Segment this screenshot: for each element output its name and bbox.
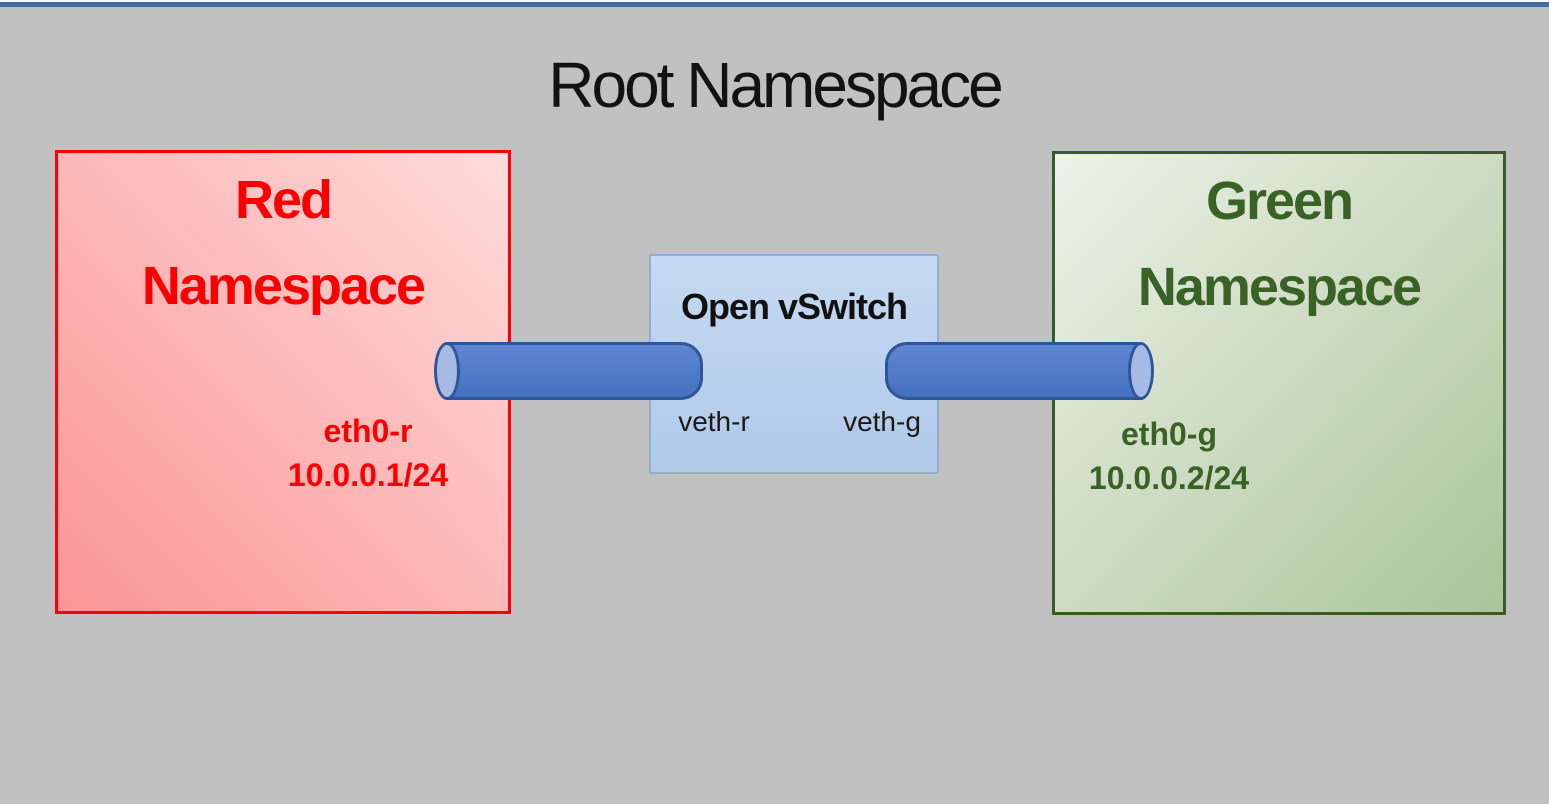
veth-g-port-label: veth-g <box>843 406 921 437</box>
red-interface-label: eth0-r 10.0.0.1/24 <box>242 409 494 497</box>
veth-r-port-label: veth-r <box>678 406 750 437</box>
red-namespace-label-line1: Red <box>234 170 333 230</box>
green-namespace-box: Green Namespace eth0-g 10.0.0.2/24 <box>1052 151 1506 615</box>
green-namespace-label-line1: Green <box>1205 171 1354 231</box>
green-namespace-label-line2: Namespace <box>1137 257 1422 317</box>
green-interface-label: eth0-g 10.0.0.2/24 <box>1043 412 1295 500</box>
red-namespace-label: Red Namespace <box>58 153 508 329</box>
veth-cable-red-cap <box>434 342 460 400</box>
veth-cable-green-body <box>885 342 1141 400</box>
green-interface-name: eth0-g <box>1121 416 1217 452</box>
red-interface-ip: 10.0.0.1/24 <box>287 457 449 493</box>
red-interface-name: eth0-r <box>323 413 413 449</box>
top-white-strip <box>0 0 1549 2</box>
green-interface-ip: 10.0.0.2/24 <box>1088 460 1250 496</box>
red-namespace-box: Red Namespace eth0-r 10.0.0.1/24 <box>55 150 511 614</box>
top-accent-bar <box>0 2 1549 7</box>
veth-cable-green-cap <box>1128 342 1154 400</box>
veth-cable-red-body <box>447 342 703 400</box>
green-namespace-label: Green Namespace <box>1055 154 1503 330</box>
open-vswitch-label: Open vSwitch <box>680 286 908 327</box>
red-namespace-label-line2: Namespace <box>141 256 426 316</box>
root-namespace-title: Root Namespace <box>548 49 1003 121</box>
